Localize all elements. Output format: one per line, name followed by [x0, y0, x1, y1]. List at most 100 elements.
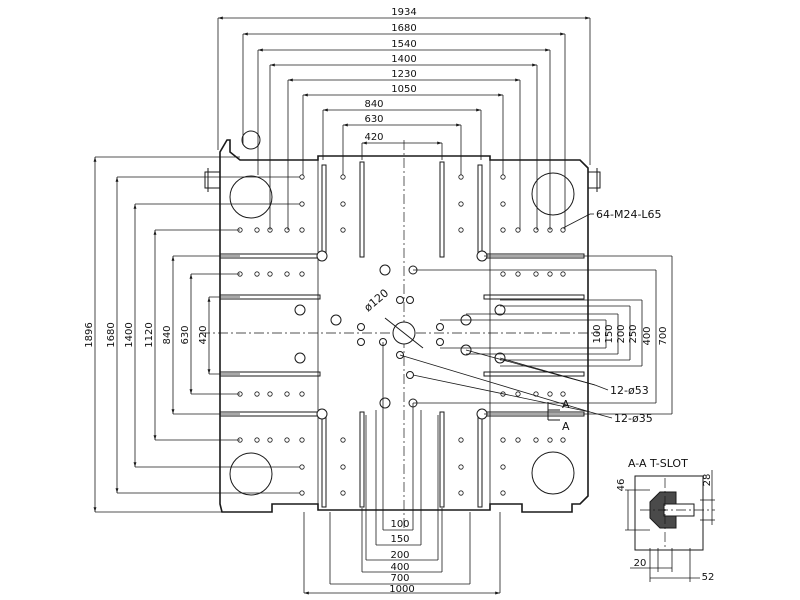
t-slot-dim-20: 20 [634, 558, 647, 569]
dim-top-7: 840 [364, 99, 383, 110]
dim-bottom-2: 150 [390, 534, 409, 545]
threaded-hole [254, 437, 260, 443]
threaded-hole [299, 271, 305, 277]
threaded-hole [458, 464, 464, 470]
dim-top-6: 1050 [391, 84, 416, 95]
threaded-hole [500, 201, 506, 207]
threaded-hole [340, 464, 346, 470]
dim-bottom-6: 1000 [389, 584, 414, 595]
dim-left-4: 1120 [144, 322, 155, 347]
threaded-hole [515, 271, 521, 277]
threaded-hole [533, 437, 539, 443]
tie-bar-holes [229, 130, 575, 496]
dim-left-7: 420 [198, 325, 209, 344]
threaded-hole [340, 201, 346, 207]
threaded-hole [458, 437, 464, 443]
right-dimensions: 100 150 200 250 400 700 [413, 255, 673, 415]
dim-right-2: 150 [604, 324, 615, 343]
dim-left-5: 840 [162, 325, 173, 344]
threaded-hole [284, 437, 290, 443]
callout-small-holes: 12-ø35 [614, 412, 653, 425]
t-slot-dim-46: 46 [616, 479, 627, 492]
dim-top-2: 1680 [391, 23, 416, 34]
threaded-hole [560, 271, 566, 277]
dim-top-9: 420 [364, 132, 383, 143]
dim-bottom-5: 700 [390, 573, 409, 584]
threaded-hole [254, 271, 260, 277]
threaded-hole [267, 271, 273, 277]
threaded-hole [458, 174, 464, 180]
threaded-hole [458, 201, 464, 207]
threaded-hole [299, 437, 305, 443]
t-slot-section: A-A T-SLOT 46 28 20 52 [616, 457, 715, 583]
threaded-hole [560, 227, 566, 233]
threaded-hole [515, 391, 521, 397]
threaded-hole [560, 437, 566, 443]
threaded-hole [533, 271, 539, 277]
threaded-hole [547, 391, 553, 397]
threaded-hole [284, 391, 290, 397]
large-holes [294, 250, 506, 420]
section-mark-bottom: A [562, 420, 570, 433]
t-slot-dim-28: 28 [702, 474, 713, 487]
dim-right-3: 200 [616, 324, 627, 343]
threaded-hole [500, 174, 506, 180]
threaded-hole [284, 227, 290, 233]
dim-top-3: 1540 [391, 39, 416, 50]
platen-outline [204, 139, 601, 513]
top-dimensions: 1934 1680 1540 1400 1230 1050 840 630 42 [217, 7, 591, 230]
threaded-hole [340, 227, 346, 233]
t-slot-title: A-A T-SLOT [628, 457, 688, 470]
callout-threaded-holes: 64-M24-L65 [596, 208, 662, 221]
threaded-hole [458, 490, 464, 496]
dim-bottom-3: 200 [390, 550, 409, 561]
dim-top-8: 630 [364, 114, 383, 125]
dim-right-1: 100 [592, 324, 603, 343]
threaded-hole [547, 437, 553, 443]
dim-bottom-4: 400 [390, 562, 409, 573]
threaded-hole [500, 464, 506, 470]
dim-bottom-1: 100 [390, 519, 409, 530]
dim-left-2: 1680 [106, 322, 117, 347]
threaded-hole [299, 227, 305, 233]
threaded-hole [340, 490, 346, 496]
callout-center-bore: ø120 [362, 287, 392, 315]
threaded-hole [515, 227, 521, 233]
dim-left-1: 1896 [84, 322, 95, 347]
threaded-hole [500, 227, 506, 233]
dim-top-4: 1400 [391, 54, 416, 65]
threaded-hole [500, 271, 506, 277]
dim-top-1: 1934 [391, 7, 416, 18]
section-mark-top: A [562, 398, 570, 411]
threaded-hole [267, 437, 273, 443]
dim-right-4: 250 [628, 324, 639, 343]
threaded-hole [254, 391, 260, 397]
dim-right-6: 700 [658, 326, 669, 345]
threaded-hole [299, 391, 305, 397]
threaded-hole [267, 391, 273, 397]
threaded-hole [533, 227, 539, 233]
dim-right-5: 400 [642, 326, 653, 345]
threaded-hole [254, 227, 260, 233]
callout-large-holes: 12-ø53 [610, 384, 649, 397]
callouts: 64-M24-L65 12-ø53 12-ø35 ø120 A A [362, 208, 662, 433]
t-slot-dim-52: 52 [702, 572, 715, 583]
threaded-hole [547, 271, 553, 277]
left-dimensions: 1896 1680 1400 1120 840 630 420 [84, 156, 300, 513]
threaded-hole [284, 271, 290, 277]
threaded-hole [340, 437, 346, 443]
threaded-hole [458, 227, 464, 233]
threaded-hole [500, 490, 506, 496]
threaded-hole [515, 437, 521, 443]
threaded-hole [299, 174, 305, 180]
threaded-holes [237, 174, 566, 496]
bottom-dimensions: 100 150 200 400 700 1000 [303, 342, 501, 595]
threaded-hole [299, 201, 305, 207]
center-bore [384, 317, 424, 349]
dim-left-6: 630 [180, 325, 191, 344]
threaded-hole [500, 437, 506, 443]
threaded-hole [560, 391, 566, 397]
threaded-hole [299, 464, 305, 470]
threaded-hole [340, 174, 346, 180]
